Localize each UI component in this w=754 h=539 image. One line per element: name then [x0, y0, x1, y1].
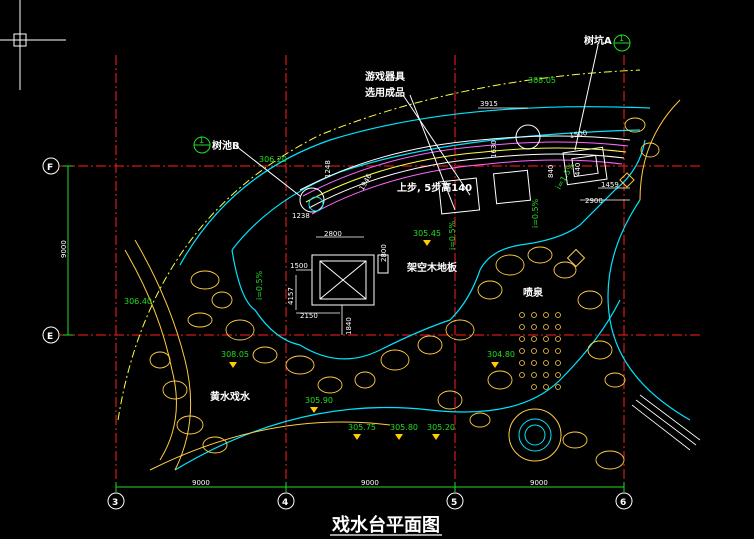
level-label-6: 304.80	[487, 350, 515, 359]
slope-label-2: i=0.5%	[255, 270, 264, 300]
steps-label: 上步, 5步高140	[397, 181, 472, 194]
play-equipment[interactable]	[437, 169, 532, 215]
outer-yellow-edge	[134, 239, 192, 471]
equipment-sub-label: 选用成品	[365, 86, 405, 99]
dim-440: 440	[574, 163, 582, 176]
dim-2800-top: 2800	[324, 230, 342, 238]
dim-1248: 1248	[324, 160, 332, 178]
col-bubble-3-label: 3	[112, 498, 118, 508]
dim-840: 840	[547, 165, 555, 178]
bottom-dimension-line	[115, 482, 625, 492]
misc-dims	[295, 107, 630, 335]
rock-clusters	[149, 117, 660, 470]
right-shelter	[631, 394, 701, 451]
dim-1500-b: 1500	[290, 262, 308, 270]
level-label-8: 305.75	[348, 423, 376, 432]
tree-pit-a-number: 1	[619, 34, 624, 43]
dim-row-f-e: 9000	[60, 240, 68, 258]
level-label-4: 305.45	[413, 229, 441, 238]
tree-pit-a-tag[interactable]: 树坑A 1	[584, 34, 631, 52]
tree-pit-b-tag[interactable]: 1 树池B	[193, 136, 240, 154]
row-bubble-f-label: F	[47, 163, 53, 173]
dim-1238: 1238	[292, 212, 310, 220]
dim-3915: 3915	[480, 100, 498, 108]
tree-pit-a-label: 树坑A	[584, 34, 612, 47]
row-bubble-f[interactable]: F	[42, 157, 60, 175]
lower-bank	[149, 421, 391, 471]
dim-col-3-4: 9000	[192, 479, 210, 487]
dim-2150: 2150	[300, 312, 318, 320]
slope-label-3: i=0.5%	[531, 198, 540, 228]
grid-axes	[60, 55, 700, 490]
water-label: 黄水戏水	[210, 390, 251, 403]
level-label-3: 306.40	[124, 297, 152, 306]
round-fountain[interactable]	[508, 408, 562, 462]
dim-1840: 1840	[345, 317, 353, 335]
col-bubble-3[interactable]: 3	[107, 492, 125, 510]
left-dimension-line	[63, 165, 73, 336]
tree-pit-circles[interactable]	[299, 124, 541, 213]
right-curve-2	[639, 99, 681, 201]
dim-1500: 1500	[569, 129, 588, 140]
slope-label-1: i=0.5%	[448, 220, 457, 250]
col-bubble-6-label: 6	[620, 498, 626, 508]
leader-lines	[235, 44, 599, 211]
tree-pit-b-number: 1	[199, 136, 204, 145]
boundary-arc	[117, 69, 641, 421]
level-label-1: 308.05	[528, 76, 556, 85]
col-bubble-4-label: 4	[282, 498, 288, 508]
level-markers	[229, 240, 499, 440]
dim-1459: 1459	[601, 181, 619, 189]
dim-2800-right: 2800	[380, 244, 388, 262]
crosshair-cursor-icon	[0, 0, 66, 90]
row-bubble-e-label: E	[47, 332, 53, 342]
outer-yellow-edge-2	[124, 249, 177, 461]
col-bubble-6[interactable]: 6	[615, 492, 633, 510]
tree-pit-b-label: 树池B	[212, 139, 240, 152]
deck-pavilion[interactable]	[311, 254, 389, 306]
stepping-stones[interactable]	[566, 172, 635, 268]
dim-4157: 4157	[287, 287, 295, 305]
dim-1630: 1630	[490, 140, 498, 158]
row-bubble-e[interactable]: E	[42, 326, 60, 344]
dim-2900: 2900	[585, 197, 603, 205]
deck-outline	[231, 139, 646, 360]
dim-col-4-5: 9000	[361, 479, 379, 487]
drawing-title: 戏水台平面图	[331, 514, 440, 536]
jet-fountain-grid[interactable]	[519, 312, 561, 390]
col-bubble-4[interactable]: 4	[277, 492, 295, 510]
right-curve	[607, 199, 691, 421]
dim-col-5-6: 9000	[530, 479, 548, 487]
level-label-10: 305.20	[427, 423, 455, 432]
pool-edge-inner	[231, 129, 641, 251]
tree-pit-a-box[interactable]	[562, 146, 608, 186]
col-bubble-5[interactable]: 5	[446, 492, 464, 510]
deck-label: 架空木地板	[406, 261, 458, 274]
col-bubble-5-label: 5	[451, 498, 457, 508]
pool-edge-outer	[179, 106, 651, 266]
step-lines	[299, 135, 631, 215]
jet-label: 喷泉	[523, 286, 544, 299]
level-label-7: 305.90	[305, 396, 333, 405]
level-label-2: 306.20	[259, 155, 287, 164]
level-label-5: 308.05	[221, 350, 249, 359]
level-label-9: 305.80	[390, 423, 418, 432]
equipment-label: 游戏器具	[365, 70, 405, 83]
